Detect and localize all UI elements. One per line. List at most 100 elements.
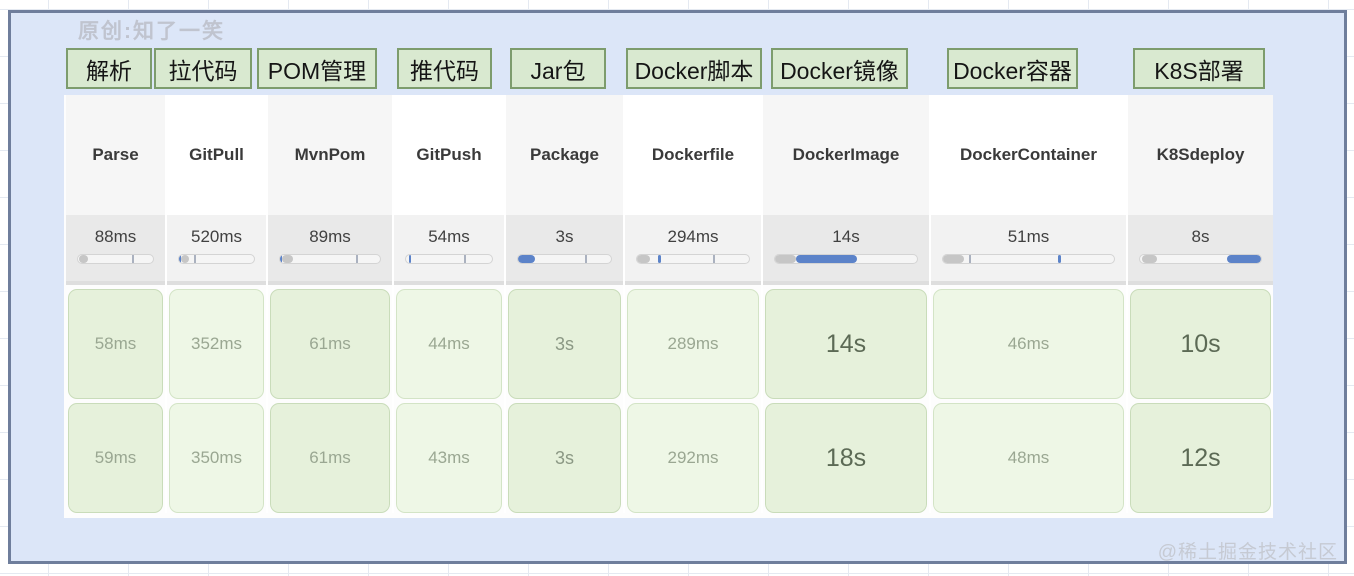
stage-column-k8sdeploy: K8Sdeploy 8s 10s 12s	[1128, 95, 1273, 513]
stage-run-cell[interactable]: 58ms	[68, 289, 163, 399]
run-duration: 43ms	[428, 448, 470, 467]
stage-column-parse: Parse 88ms 58ms 59ms	[66, 95, 167, 513]
run-duration: 46ms	[1007, 334, 1050, 353]
stage-name: DockerImage	[763, 95, 929, 215]
stage-column-gitpush: GitPush 54ms 44ms 43ms	[394, 95, 506, 513]
run-duration: 3s	[554, 447, 574, 468]
stage-average-cell: 89ms	[268, 215, 392, 285]
tag-label: Jar包	[530, 57, 586, 84]
run-duration: 48ms	[1007, 448, 1050, 467]
stage-average-time: 520ms	[190, 227, 243, 246]
stage-column-package: Package 3s 3s 3s	[506, 95, 625, 513]
run-duration: 59ms	[94, 448, 137, 467]
stage-name: DockerContainer	[931, 95, 1126, 215]
stage-tag-jar: Jar包	[510, 48, 606, 89]
stage-column-dockerfile: Dockerfile 294ms 289ms 292ms	[625, 95, 763, 513]
stage-time-bar	[279, 254, 381, 264]
stage-tag-dockerfile: Docker脚本	[626, 48, 762, 89]
credit-text: 原创:知了一笑	[78, 20, 225, 43]
stage-name: Parse	[66, 95, 165, 215]
stage-run-cell[interactable]: 352ms	[169, 289, 264, 399]
stage-average-time: 3s	[555, 227, 574, 246]
stage-column-dockerimage: DockerImage 14s 14s 18s	[763, 95, 931, 513]
stage-run-cell[interactable]: 46ms	[933, 289, 1124, 399]
tag-label: Docker容器	[953, 57, 1072, 84]
stage-average-cell: 294ms	[625, 215, 761, 285]
tag-label: Docker脚本	[634, 57, 754, 84]
run-duration: 350ms	[190, 448, 243, 467]
stage-name: GitPull	[167, 95, 266, 215]
tag-label: K8S部署	[1154, 57, 1244, 84]
stage-average-cell: 51ms	[931, 215, 1126, 285]
stage-name: Package	[506, 95, 623, 215]
stage-column-mvnpom: MvnPom 89ms 61ms 61ms	[268, 95, 394, 513]
run-duration: 61ms	[309, 448, 351, 467]
run-duration: 292ms	[667, 448, 719, 467]
stage-average-time: 51ms	[1007, 227, 1050, 246]
stage-time-bar	[774, 254, 918, 264]
tag-label: 拉代码	[168, 57, 238, 84]
stage-name: K8Sdeploy	[1128, 95, 1273, 215]
run-duration: 289ms	[667, 334, 719, 353]
stage-run-cell[interactable]: 61ms	[270, 289, 390, 399]
run-duration: 14s	[825, 329, 867, 358]
stage-run-cell[interactable]: 14s	[765, 289, 927, 399]
stage-tag-pom: POM管理	[257, 48, 377, 89]
stage-column-dockercontainer: DockerContainer 51ms 46ms 48ms	[931, 95, 1128, 513]
stage-run-cell[interactable]: 12s	[1130, 403, 1271, 513]
stage-run-cell[interactable]: 59ms	[68, 403, 163, 513]
stage-name: Dockerfile	[625, 95, 761, 215]
stage-average-cell: 8s	[1128, 215, 1273, 285]
stage-tag-k8s: K8S部署	[1133, 48, 1265, 89]
tag-label: POM管理	[267, 57, 367, 84]
tag-label: 解析	[86, 57, 132, 84]
tag-label: 推代码	[410, 57, 479, 84]
stage-run-cell[interactable]: 10s	[1130, 289, 1271, 399]
run-duration: 44ms	[428, 334, 470, 353]
stage-average-cell: 88ms	[66, 215, 165, 285]
stage-run-cell[interactable]: 3s	[508, 403, 621, 513]
stage-run-cell[interactable]: 48ms	[933, 403, 1124, 513]
stage-run-cell[interactable]: 43ms	[396, 403, 502, 513]
tag-label: Docker镜像	[780, 57, 899, 84]
stage-tag-gitpull: 拉代码	[154, 48, 252, 89]
stage-run-cell[interactable]: 289ms	[627, 289, 759, 399]
stage-average-cell: 520ms	[167, 215, 266, 285]
stage-average-cell: 54ms	[394, 215, 504, 285]
stage-average-time: 294ms	[667, 227, 719, 246]
stage-run-cell[interactable]: 350ms	[169, 403, 264, 513]
run-duration: 352ms	[190, 334, 243, 353]
stage-average-cell: 3s	[506, 215, 623, 285]
stage-tag-dockercontainer: Docker容器	[947, 48, 1078, 89]
stage-time-bar	[942, 254, 1115, 264]
stage-name: MvnPom	[268, 95, 392, 215]
stage-name: GitPush	[394, 95, 504, 215]
stage-run-cell[interactable]: 18s	[765, 403, 927, 513]
stage-time-bar	[405, 254, 493, 264]
run-duration: 12s	[1180, 443, 1221, 472]
stage-time-bar	[178, 254, 255, 264]
run-duration: 18s	[825, 443, 867, 472]
watermark-text: @稀土掘金技术社区	[1157, 542, 1338, 563]
run-duration: 61ms	[309, 334, 351, 353]
stage-time-bar	[1139, 254, 1262, 264]
stage-average-time: 89ms	[309, 227, 351, 246]
stage-time-bar	[636, 254, 750, 264]
stage-average-time: 54ms	[428, 227, 470, 246]
stage-average-time: 8s	[1191, 227, 1210, 246]
stage-run-cell[interactable]: 292ms	[627, 403, 759, 513]
stage-run-cell[interactable]: 3s	[508, 289, 621, 399]
stage-time-bar	[517, 254, 612, 264]
stage-column-gitpull: GitPull 520ms 352ms 350ms	[167, 95, 268, 513]
stage-average-cell: 14s	[763, 215, 929, 285]
stage-tag-parse: 解析	[66, 48, 152, 89]
stage-run-cell[interactable]: 61ms	[270, 403, 390, 513]
run-duration: 10s	[1180, 329, 1221, 358]
stage-time-bar	[77, 254, 154, 264]
stage-tag-gitpush: 推代码	[397, 48, 492, 89]
stage-average-time: 14s	[832, 227, 860, 246]
stage-average-time: 88ms	[94, 227, 137, 246]
stage-run-cell[interactable]: 44ms	[396, 289, 502, 399]
stage-tag-dockerimage: Docker镜像	[771, 48, 908, 89]
